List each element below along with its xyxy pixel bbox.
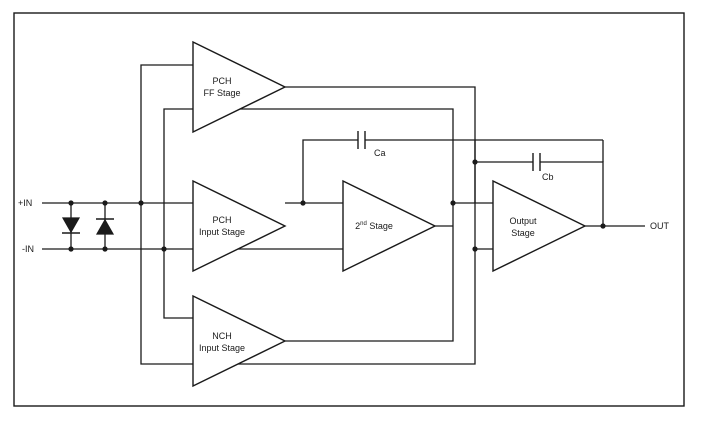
wire-inner-loop — [163, 108, 454, 249]
pch-input-label-line1: PCH — [212, 215, 231, 225]
wire-outer-loop-bottom — [140, 203, 476, 365]
diagram-frame — [13, 12, 685, 407]
wire-outer-loop — [140, 64, 193, 203]
pch-input-stage-block — [192, 179, 287, 273]
second-stage-label: 2nd Stage — [355, 221, 393, 231]
junction-dots — [68, 159, 606, 252]
capacitor-cb-label: Cb — [542, 172, 554, 182]
diode-up — [95, 218, 115, 235]
nch-input-label-line2: Input Stage — [199, 343, 245, 353]
second-stage-block — [342, 179, 437, 273]
nch-input-label-line1: NCH — [212, 331, 232, 341]
output-stage-label-line1: Output — [509, 216, 537, 226]
wire-ca-left — [302, 139, 358, 203]
pch-ff-stage-block — [192, 40, 287, 134]
capacitor-cb — [532, 153, 541, 171]
second-stage-suffix: Stage — [367, 221, 393, 231]
pch-input-label-line2: Input Stage — [199, 227, 245, 237]
capacitor-ca-label: Ca — [374, 148, 386, 158]
output-stage-label-line2: Stage — [511, 228, 535, 238]
second-stage-superscript: nd — [360, 221, 367, 227]
diode-down — [61, 217, 81, 234]
wire-ff-out — [285, 86, 476, 203]
out-label: OUT — [650, 221, 670, 231]
wire-nch-out — [285, 249, 454, 342]
second-stage-prefix: 2 — [355, 221, 360, 231]
pch-ff-label-line1: PCH — [212, 76, 231, 86]
in-minus-label: -IN — [22, 244, 34, 254]
nch-input-stage-block — [192, 294, 287, 388]
capacitor-ca — [357, 131, 366, 149]
output-stage-block — [492, 179, 587, 273]
wire-inner-loop-bottom — [163, 249, 193, 319]
pch-ff-label-line2: FF Stage — [203, 88, 240, 98]
in-plus-label: +IN — [18, 198, 32, 208]
